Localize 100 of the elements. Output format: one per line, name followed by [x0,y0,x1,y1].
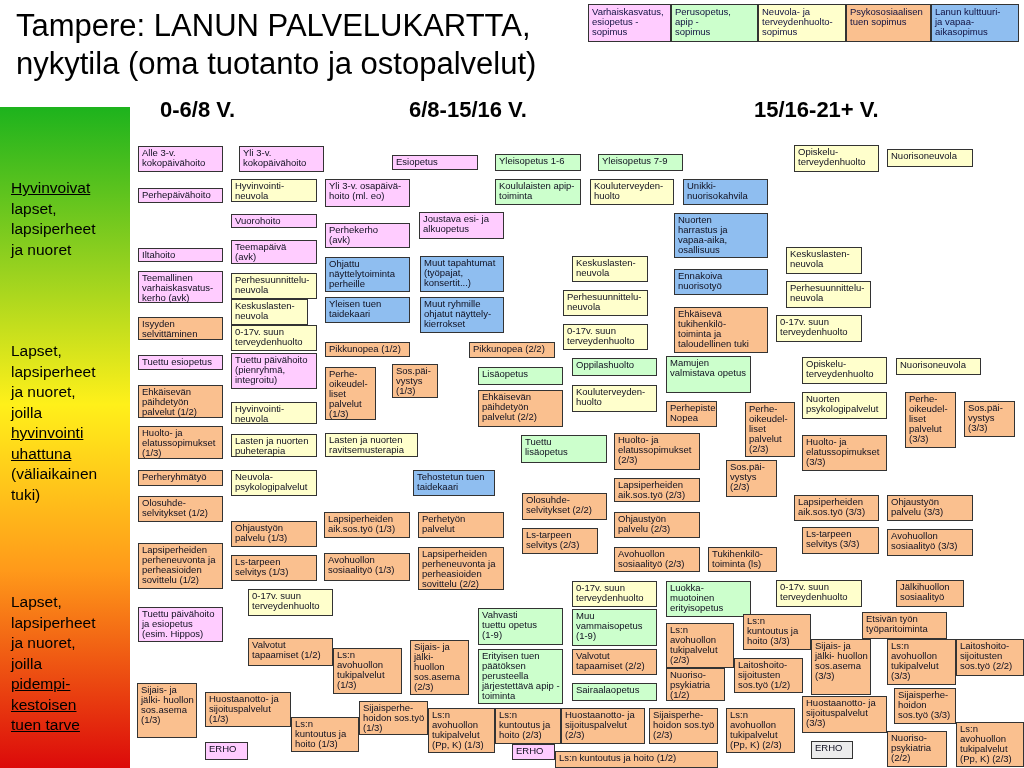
service-box: Teemapäivä (avk) [231,240,317,264]
service-box: Perhetyön palvelut [418,512,504,538]
column-heading: 0-6/8 V. [160,97,236,123]
service-box: Laitoshoito- sijoitusten sos.työ (2/2) [956,639,1024,676]
service-box: Ls:n avohuollon tukipalvelut (1/3) [333,648,402,694]
service-box: Tuettu päivähoito ja esiopetus (esim. Hippos) [138,607,223,642]
service-box: Ohjaustyön palvelu (1/3) [231,521,317,547]
service-box: 0-17v. suun terveydenhuolto [776,580,862,607]
service-box: Perhepiste Nopea [666,401,717,427]
service-box: 0-17v. suun terveydenhuolto [572,581,657,607]
service-box: Perhesuunnittelu- neuvola [231,273,317,299]
column-heading: 6/8-15/16 V. [409,97,527,123]
service-box: Keskuslasten- neuvola [231,299,308,325]
service-box: Perhepäivähoito [138,188,223,203]
service-box: Alle 3-v. kokopäivähoito [138,146,223,172]
service-box: Avohuollon sosiaalityö (3/3) [887,529,973,556]
service-box: Opiskelu- terveydenhuolto [794,145,879,172]
service-box: Nuoriso- psykiatria (1/2) [666,668,725,701]
service-box: Luokka- muotoinen erityisopetus [666,581,751,617]
service-box: Sijaisperhe- hoidon sos.työ (1/3) [359,701,428,735]
service-box: Sos.päi- vystys (2/3) [726,460,777,497]
service-box: Lapsiperheiden aik.sos.työ (2/3) [614,478,700,502]
service-box: Neuvola- psykologipalvelut [231,470,317,496]
service-box: Sijaisperhe- hoidon sos.työ (2/3) [649,708,718,744]
service-box: 0-17v. suun terveydenhuolto [231,325,317,351]
service-box: Opiskelu- terveydenhuolto [802,357,887,384]
service-box: Ls:n avohuollon tukipalvelut (Pp, K) (2/3) [726,708,795,753]
service-box: Vahvasti tuettu opetus (1-9) [478,608,563,645]
service-box: Tuettu lisäopetus [521,435,607,463]
service-box: Joustava esi- ja alkuopetus [419,212,504,239]
service-box: ERHO [811,741,853,759]
service-box: Lasten ja nuorten puheterapia [231,434,317,457]
service-box: Ennakoiva nuorisotyö [674,269,768,295]
service-box: Perhe- oikeudel- liset palvelut (3/3) [905,392,956,448]
service-box: Lapsiperheiden aik.sos.työ (3/3) [794,495,879,521]
service-box: Avohuollon sosiaalityö (2/3) [614,547,700,572]
service-box: Ls-tarpeen selvitys (2/3) [522,528,598,554]
group-label: Lapset, lapsiperheet ja nuoret, joilla hyvinvointi uhattuna (väliaikainen tuki) [11,341,99,505]
service-box: Etsivän työn työparitoiminta [862,612,947,639]
service-box: Yleisopetus 7-9 [598,154,683,171]
service-box: Lapsiperheiden perheneuvonta ja perheasioiden sovittelu (1/2) [138,543,223,589]
service-box: ERHO [205,742,248,760]
service-box: Huolto- ja elatussopimukset (1/3) [138,426,223,459]
service-box: Hyvinvointi- neuvola [231,402,317,424]
service-box: Yli 3-v. osapäivä- hoito (ml. eo) [325,179,410,207]
service-box: Sijaisperhe- hoidon sos.työ (3/3) [894,688,956,724]
service-box: Olosuhde- selvitykset (2/2) [522,493,607,520]
service-box: Olosuhde- selvitykset (1/2) [138,496,223,522]
service-box: Sijais- ja jälki- huollon sos.asema (1/3) [137,683,197,738]
service-box: Ls:n kuntoutus ja hoito (1/3) [291,717,359,752]
service-box: Ls:n kuntoutus ja hoito (2/3) [495,708,561,744]
legend-entry: Psykososiaalisen tuen sopimus [846,4,931,42]
service-box: Nuorten harrastus ja vapaa-aika, osallisuus [674,213,768,258]
service-box: Keskuslasten- neuvola [572,256,648,282]
service-box: Iltahoito [138,248,223,262]
service-box: Nuorisoneuvola [887,149,973,167]
service-box: Perhe- oikeudel- liset palvelut (2/3) [745,402,795,457]
group-label: Lapset, lapsiperheet ja nuoret, joilla pidempi- kestoisen tuen tarve [11,592,97,735]
service-box: Ls:n kuntoutus ja hoito (3/3) [743,614,811,650]
service-box: Ls-tarpeen selvitys (1/3) [231,555,317,581]
service-box: Ls:n avohuollon tukipalvelut (2/3) [666,623,734,668]
service-box: Koululaisten apip-toiminta [495,179,581,205]
service-box: Valvotut tapaamiset (2/2) [572,649,657,675]
service-box: Tuettu esiopetus [138,355,223,370]
service-box: Perhesuunnittelu- neuvola [786,281,871,308]
service-box: Sijais- ja jälki- huollon sos.asema (3/3) [811,639,871,695]
service-box: Isyyden selvittäminen [138,317,223,340]
service-box: Valvotut tapaamiset (1/2) [248,638,333,666]
service-box: Oppilashuolto [572,358,657,376]
title: Tampere: LANUN PALVELUKARTTA, nykytila (oma tuotanto ja ostopalvelut) [16,7,538,83]
service-box: Keskuslasten- neuvola [786,247,862,274]
service-box: ERHO [512,744,555,760]
service-box: Ls:n avohuollon tukipalvelut (Pp, K) (1/3) [428,708,495,753]
service-box: Lapsiperheiden aik.sos.työ (1/3) [324,512,410,538]
service-box: Yleisopetus 1-6 [495,154,581,171]
service-box: Laitoshoito- sijoitusten sos.työ (1/2) [734,658,803,693]
service-box: Mamujen valmistava opetus [666,356,751,393]
service-box: Perhe- oikeudel- liset palvelut (1/3) [325,367,376,420]
legend-entry: Neuvola- ja terveydenhuolto- sopimus [758,4,846,42]
service-box: Kouluterveyden- huolto [572,385,657,412]
service-box: Teemallinen varhaiskasvatus- kerho (avk) [138,271,223,303]
legend-entry: Perusopetus, apip - sopimus [671,4,758,42]
service-box: Hyvinvointi- neuvola [231,179,317,202]
service-box: Jälkihuollon sosiaalityö [896,580,964,607]
group-label: Hyvinvoivat lapset, lapsiperheet ja nuoret [11,178,97,260]
service-box: Nuoriso- psykiatria (2/2) [887,731,947,767]
service-box: Ehkäisevä tukihenkilö- toiminta ja taloudellinen tuki [674,307,768,353]
service-box: Ohjaustyön palvelu (3/3) [887,495,973,521]
service-box: Ehkäisevän päihdetyön palvelut (2/2) [478,390,563,427]
service-box: Tuettu päivähoito (pienryhmä, integroitu) [231,353,317,389]
column-heading: 15/16-21+ V. [754,97,879,123]
service-box: Vuorohoito [231,214,317,228]
service-box: Esiopetus [392,155,478,170]
service-box: Pikkunopea (2/2) [469,342,555,358]
service-box: Perhesuunnittelu- neuvola [563,290,648,316]
service-box: Muut tapahtumat (työpajat, konsertit...) [420,256,504,292]
service-box: Muu vammaisopetus (1-9) [572,609,657,646]
service-box: Yleisen tuen taidekaari [325,297,410,323]
service-box: 0-17v. suun terveydenhuolto [563,324,648,350]
service-box: Avohuollon sosiaalityö (1/3) [324,553,410,581]
